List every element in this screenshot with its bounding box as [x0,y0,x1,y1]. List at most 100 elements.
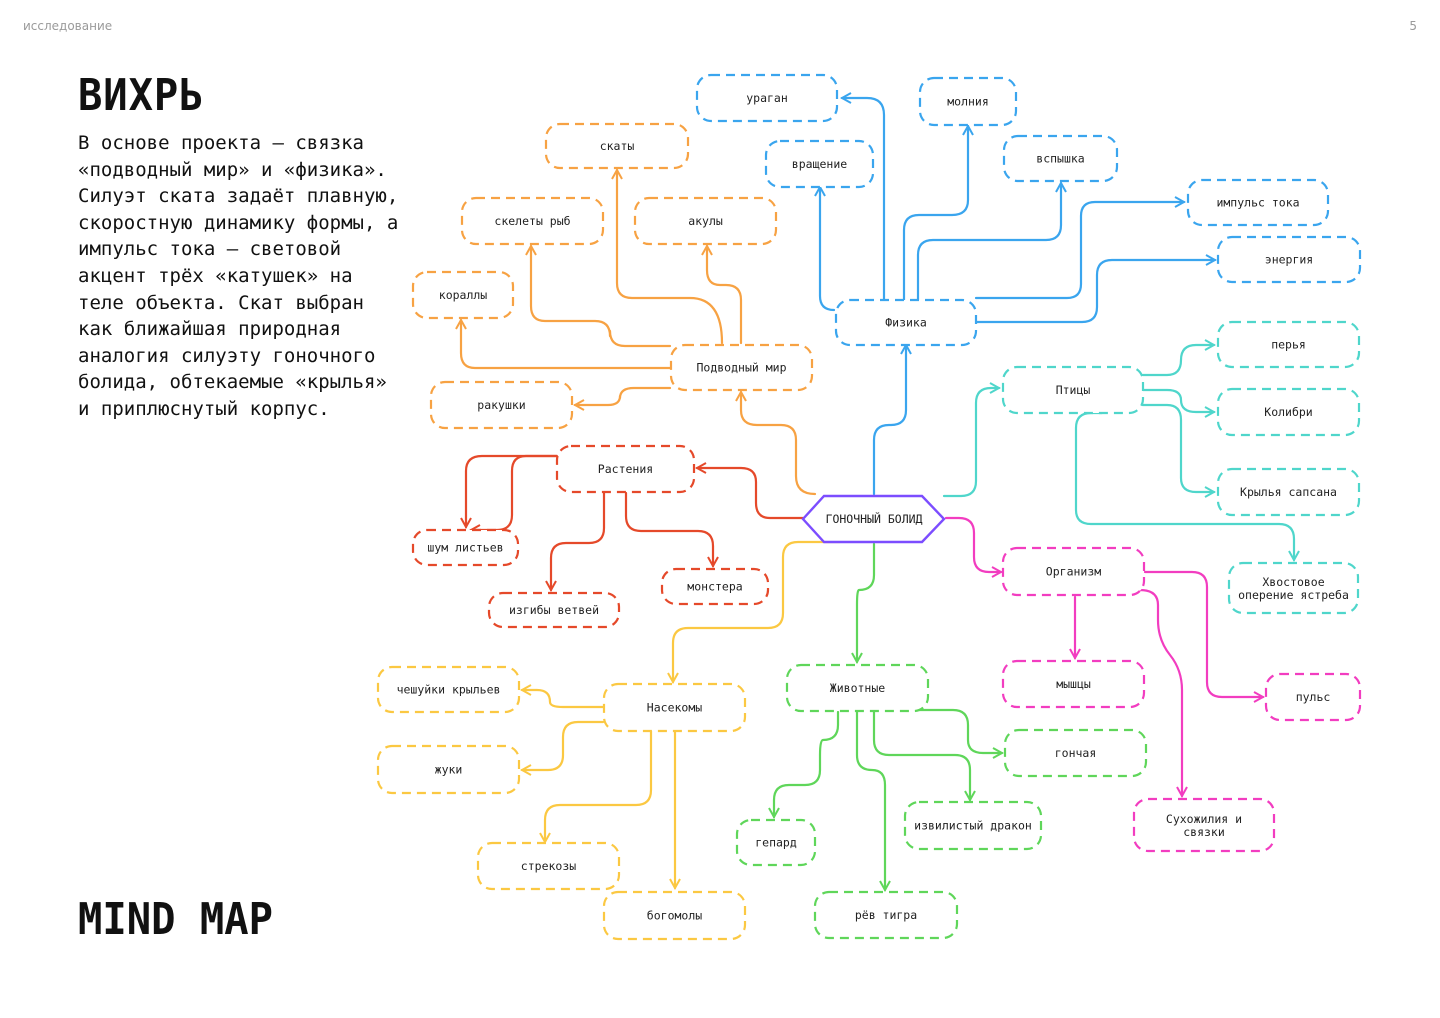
node-box [411,270,515,320]
node-box [1216,387,1361,437]
node-box [1132,797,1276,853]
node-label: жуки [435,763,463,777]
center-node: ГОНОЧНЫЙ БОЛИД [801,494,946,544]
node-label: пульс [1296,690,1331,704]
node-animals: Животные [785,663,930,713]
node-label: перья [1271,338,1306,352]
node-label: изгибы ветвей [509,603,599,617]
node-box [411,528,520,567]
node-branch-bends: изгибы ветвей [487,591,621,629]
node-plants: Растения [555,444,696,494]
node-label: гепард [755,836,797,850]
page-title: ВИХРЬ [78,70,205,121]
underwater-links [461,170,817,496]
node-hummingbird: Колибри [1216,387,1361,437]
node-box [1186,178,1330,227]
node-label: рёв тигра [855,908,917,922]
node-box [918,76,1018,127]
node-box [429,380,574,430]
node-birds: Птицы [1001,365,1145,415]
animals-links [774,542,1002,890]
node-leaf-noise: шум листьев [411,528,520,567]
node-box [633,196,778,246]
node-hound: гончая [1003,728,1148,778]
node-beetles: жуки [376,744,521,795]
node-hurricane: ураган [695,73,839,123]
mind-map-heading: MIND MAP [78,894,273,945]
node-box [1216,235,1362,284]
node-label: вспышка [1036,152,1084,166]
node-dragon: извилистый дракон [903,800,1043,851]
node-box [1003,728,1148,778]
page-number: 5 [1409,19,1417,33]
node-label: гончая [1055,746,1097,760]
center-label: ГОНОЧНЫЙ БОЛИД [826,511,923,526]
node-box [1227,561,1360,615]
node-flash: вспышка [1002,134,1119,183]
section-label: исследование [23,19,113,33]
node-label: ракушки [477,398,525,412]
node-feathers: перья [1216,320,1361,369]
node-box [813,890,959,940]
node-label: извилистый дракон [914,819,1032,833]
node-label: стрекозы [521,859,576,873]
node-label: молния [947,95,989,109]
node-energy: энергия [1216,235,1362,284]
node-label: скаты [600,139,635,153]
project-description: В основе проекта — связка «подводный мир… [78,132,399,420]
node-label: энергия [1265,253,1313,267]
node-label: Колибри [1264,405,1312,419]
node-sharks: акулы [633,196,778,246]
node-label: Крылья сапсана [1240,485,1337,499]
node-current-impulse: импульс тока [1186,178,1330,227]
node-cheetah: гепард [735,818,817,867]
node-label: мышцы [1056,677,1091,691]
node-label: Подводный мир [696,361,786,375]
node-box [669,343,814,392]
node-box [602,890,747,941]
node-label: акулы [688,214,723,228]
node-label: Растения [598,462,653,476]
node-box [764,139,875,189]
node-box [376,665,521,714]
node-corals: кораллы [411,270,515,320]
node-label: вращение [792,157,847,171]
node-box [476,841,621,891]
node-box [1001,659,1146,709]
center-hexagon [801,494,946,544]
node-box [660,567,770,606]
node-label: Сухожилия и [1166,812,1242,826]
node-box [487,591,621,629]
node-fish-skeletons: скелеты рыб [460,196,605,246]
node-organism: Организм [1001,546,1146,597]
node-box [1264,672,1362,722]
node-label: оперение ястреба [1238,588,1349,602]
node-monstera: монстера [660,567,770,606]
node-box [834,298,978,347]
node-lightning: молния [918,76,1018,127]
node-label: Насекомы [647,701,702,715]
insects-links [522,540,842,888]
node-label: ураган [746,91,788,105]
physics-links [820,98,1215,496]
node-label: импульс тока [1216,196,1299,210]
node-label: Птицы [1056,383,1091,397]
node-label: Физика [885,316,927,330]
node-label: Животные [830,681,885,695]
node-label: связки [1183,825,1225,839]
node-box [1001,546,1146,597]
node-dragonflies: стрекозы [476,841,621,891]
node-shells: ракушки [429,380,574,430]
node-physics: Физика [834,298,978,347]
node-box [785,663,930,713]
node-box [695,73,839,123]
node-label: монстера [687,580,742,594]
node-insects: Насекомы [602,682,747,733]
node-box [903,800,1043,851]
node-label: богомолы [647,909,702,923]
node-muscles: мышцы [1001,659,1146,709]
node-box [602,682,747,733]
